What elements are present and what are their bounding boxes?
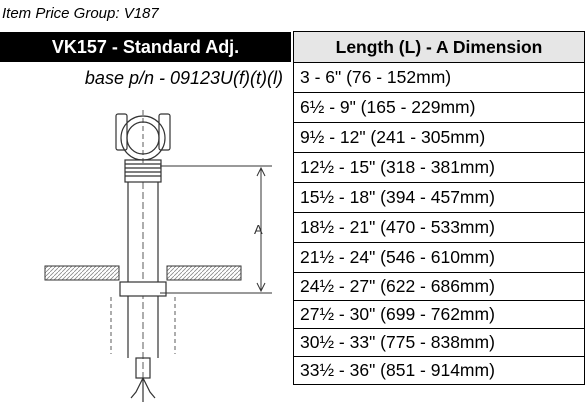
model-title: VK157 - Standard Adj. [0,32,291,62]
table-row: 27½ - 30" (699 - 762mm) [293,300,585,329]
table-header: Length (L) - A Dimension [293,31,585,63]
table-row: 24½ - 27" (622 - 686mm) [293,272,585,301]
dimension-a-label: A [254,222,263,237]
table-row: 21½ - 24" (546 - 610mm) [293,242,585,273]
table-row: 12½ - 15" (318 - 381mm) [293,152,585,183]
valve-neck [124,159,162,183]
table-row: 3 - 6" (76 - 152mm) [293,62,585,93]
dimension-table: Length (L) - A Dimension 3 - 6" (76 - 15… [293,31,585,385]
valve-stem [110,182,176,396]
table-row: 15½ - 18" (394 - 457mm) [293,182,585,213]
dimension-a [160,165,272,294]
base-part-number: base p/n - 09123U(f)(t)(l) [84,67,283,88]
table-row: 33½ - 36" (851 - 914mm) [293,356,585,385]
item-price-group: Item Price Group: V187 [2,5,159,22]
valve-tip [130,357,156,402]
table-row: 18½ - 21" (470 - 533mm) [293,212,585,243]
valve-drawing: A [44,110,272,402]
valve-head [115,110,171,166]
wall-section [44,265,242,281]
table-row: 30½ - 33" (775 - 838mm) [293,328,585,357]
table-row: 9½ - 12" (241 - 305mm) [293,122,585,153]
table-row: 6½ - 9" (165 - 229mm) [293,92,585,123]
